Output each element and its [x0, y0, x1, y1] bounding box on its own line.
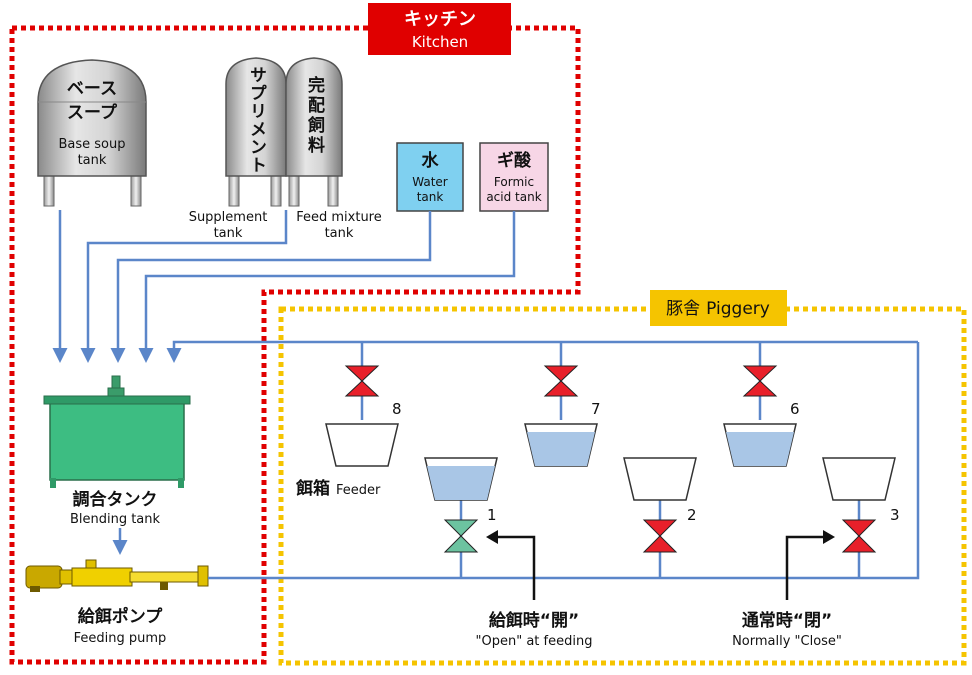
pipe-water [110, 211, 432, 363]
feeding-pump-jp: 給餌ポンプ [78, 606, 163, 627]
base-soup-en-1: Base soup [58, 137, 125, 152]
piggery-boundary [278, 306, 967, 666]
open-callout-jp: 給餌時“開” [489, 610, 579, 631]
valve-7-number: 7 [591, 400, 601, 418]
kitchen-label-jp: キッチン [404, 9, 476, 30]
feeder-1: 1 [424, 457, 498, 553]
valve-8-number: 8 [392, 400, 402, 418]
valve-8[interactable] [344, 365, 380, 397]
base-soup-tank: ベース スープ Base soup tank [37, 59, 147, 207]
kitchen-label-en: Kitchen [412, 33, 468, 51]
feeding-pump-en: Feeding pump [74, 631, 167, 646]
supplement-en-2: tank [214, 226, 243, 241]
feeder-8: 8 [325, 365, 402, 467]
piggery-label-box [650, 290, 787, 326]
formic-acid-tank: ギ酸 Formic acid tank [479, 142, 549, 212]
water-en-1: Water [412, 175, 448, 189]
feed-mixture-en-1: Feed mixture [296, 210, 382, 225]
supplement-en-1: Supplement [189, 210, 268, 225]
feed-mixture-tank: 完配飼料 [285, 57, 343, 207]
valve-3[interactable] [841, 519, 877, 553]
pipe-supplement [80, 210, 288, 363]
feeder-3: 3 [822, 457, 900, 553]
valve-3-number: 3 [890, 506, 900, 524]
formic-en-1: Formic [494, 175, 534, 189]
feed-mixture-jp: 完配飼料 [304, 75, 326, 156]
valve-7[interactable] [543, 365, 579, 397]
supply-pipes [52, 210, 918, 555]
valve-6[interactable] [742, 365, 778, 397]
valve-1[interactable] [443, 519, 479, 553]
kitchen-label-box [368, 3, 511, 55]
callout-arrows [494, 535, 827, 600]
pipe-formic [138, 211, 516, 363]
kitchen-boundary [9, 25, 581, 665]
valve-2[interactable] [642, 519, 678, 553]
feeder-7: 7 [524, 365, 601, 467]
base-soup-jp-1: ベース [67, 79, 117, 99]
valve-1-number: 1 [487, 506, 497, 524]
water-tank: 水 Water tank [396, 142, 464, 212]
close-callout-arrow [785, 535, 827, 600]
formic-jp: ギ酸 [497, 150, 532, 171]
blending-tank-jp: 調合タンク [73, 489, 158, 510]
open-callout-arrow [494, 535, 536, 600]
blending-tank-en: Blending tank [70, 512, 161, 527]
feed-mixture-en-2: tank [325, 226, 354, 241]
feeder-6: 6 [723, 365, 800, 467]
water-en-2: tank [417, 190, 444, 204]
valve-6-number: 6 [790, 400, 800, 418]
close-callout-en: Normally "Close" [732, 634, 842, 649]
feeding-pump [25, 559, 209, 592]
open-arrowhead [486, 530, 498, 544]
feeder-2: 2 [623, 457, 697, 553]
base-soup-en-2: tank [78, 153, 107, 168]
base-soup-jp-2: スープ [67, 102, 118, 123]
supplement-tank: サプリメント [225, 57, 287, 207]
blending-tank [43, 375, 191, 488]
valve-2-number: 2 [687, 506, 697, 524]
close-callout-jp: 通常時“閉” [742, 610, 832, 631]
close-arrowhead [823, 530, 835, 544]
water-jp: 水 [422, 150, 440, 171]
supplement-jp: サプリメント [246, 66, 266, 174]
pipe-return [166, 340, 918, 363]
formic-en-2: acid tank [486, 190, 541, 204]
open-callout-en: "Open" at feeding [476, 634, 593, 649]
